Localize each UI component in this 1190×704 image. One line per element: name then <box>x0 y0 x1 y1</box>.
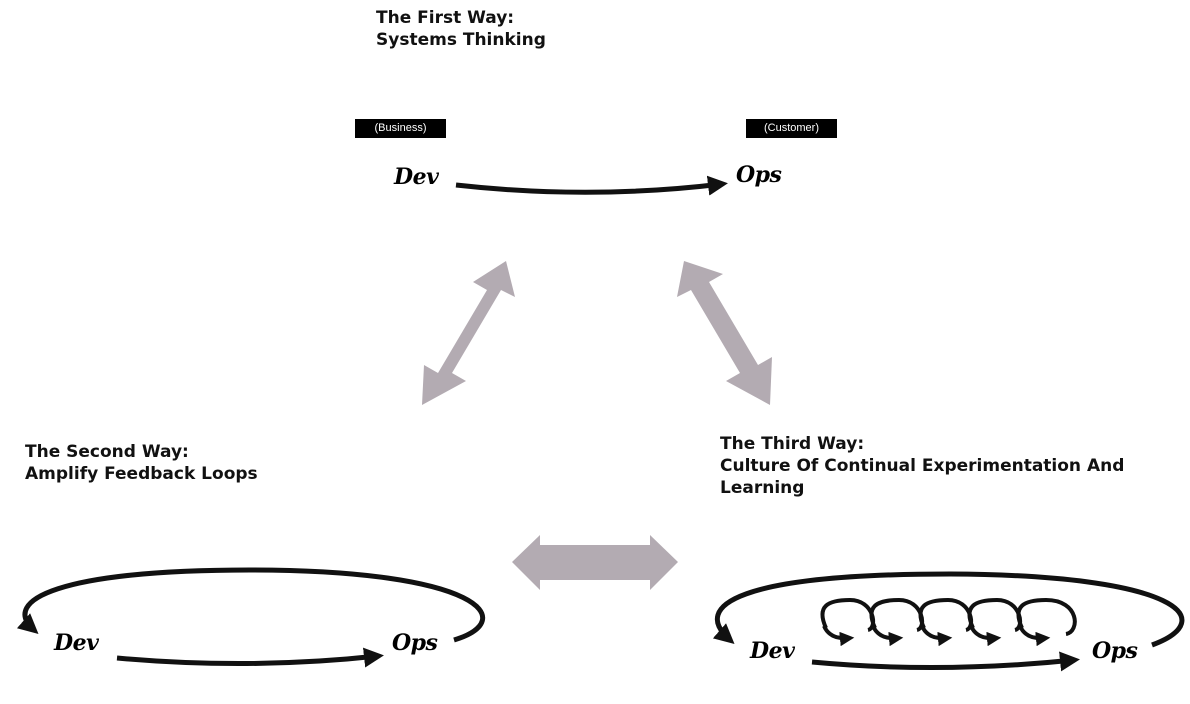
small-loop-arrow <box>1018 625 1051 647</box>
first-way-ops-label: Ops <box>736 162 782 188</box>
small-loop-arrow <box>822 625 855 647</box>
small-loop-arrow <box>969 625 1002 647</box>
second-way-dev-label: Dev <box>54 630 99 656</box>
third-way-dev-label: Dev <box>750 638 795 664</box>
small-loop <box>967 597 1023 632</box>
second-way-title-line2: Amplify Feedback Loops <box>25 464 258 484</box>
third-way-feedback-loop <box>712 571 1185 648</box>
second-way-title-line1: The Second Way: <box>25 442 189 462</box>
second-way-feedback-loop <box>16 567 486 643</box>
second-way-flow-arrow <box>116 647 384 668</box>
third-way-ops-label: Ops <box>1092 638 1138 664</box>
third-way-flow-arrow <box>811 651 1080 672</box>
first-way-title-line1: The First Way: <box>376 8 515 28</box>
small-loop <box>820 597 876 632</box>
customer-tag: (Customer) <box>746 119 837 138</box>
first-way-title-line2: Systems Thinking <box>376 30 546 50</box>
second-way-ops-label: Ops <box>392 630 438 656</box>
first-way-dev-label: Dev <box>394 164 439 190</box>
small-loop-arrow <box>920 625 953 647</box>
third-way-title-line3: Learning <box>720 478 805 498</box>
small-loop <box>869 597 925 632</box>
second-way-title: The Second Way: Amplify Feedback Loops <box>25 441 258 485</box>
connector-first-second-arrow <box>422 261 515 405</box>
small-loop-arrow <box>871 625 904 647</box>
third-way-title-line2: Culture Of Continual Experimentation And <box>720 456 1125 476</box>
small-loop <box>1016 597 1077 636</box>
connector-first-third-arrow <box>677 261 772 405</box>
first-way-flow-arrow <box>455 175 728 196</box>
third-way-small-loops <box>820 597 1077 647</box>
connector-second-third-arrow <box>512 535 678 590</box>
third-way-title: The Third Way: Culture Of Continual Expe… <box>720 433 1124 499</box>
small-loop <box>918 597 974 632</box>
business-tag: (Business) <box>355 119 446 138</box>
third-way-title-line1: The Third Way: <box>720 434 865 454</box>
first-way-title: The First Way: Systems Thinking <box>376 7 546 51</box>
